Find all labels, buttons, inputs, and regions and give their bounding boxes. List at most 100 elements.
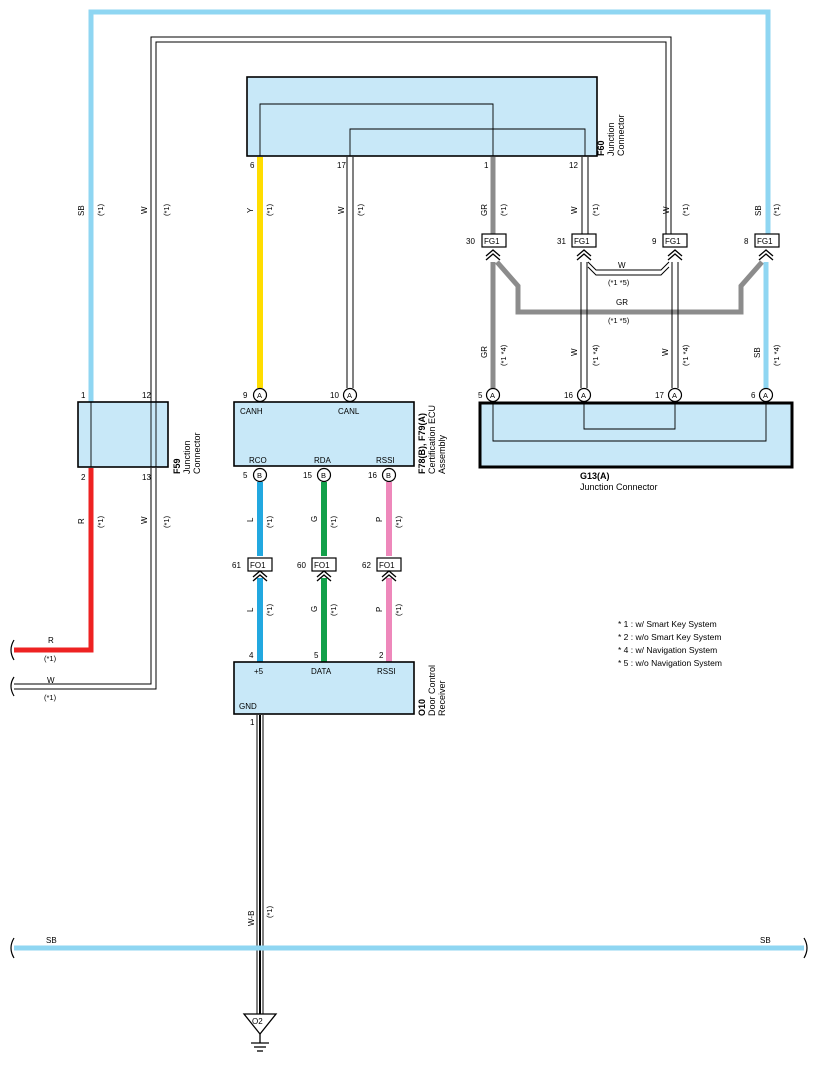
- f59-pin-12: 12: [142, 391, 151, 400]
- note-4: * 4 : w/ Navigation System: [618, 645, 717, 655]
- f59-pin-2: 2: [81, 473, 86, 482]
- ecu-pin-label-rco: RCO: [249, 456, 267, 465]
- junction-connector-f60: F60 Junction Connector 6 17 1 12: [246, 76, 626, 170]
- g13-pin-16: 16: [564, 391, 573, 400]
- o10-pin-num-plus5: 4: [249, 651, 254, 660]
- wire-r-f59: [14, 468, 94, 653]
- g13-conn-16: A: [581, 391, 586, 400]
- door-control-receiver-o10: +5 DATA RSSI GND 4 5 2 1 O10 Door Contro…: [233, 651, 447, 727]
- ecu-pin-num-rssi: 16: [368, 471, 377, 480]
- ecu-name-line2: Assembly: [437, 434, 447, 474]
- wire-w-cross: [587, 261, 670, 276]
- wire-sb-top-loop: [88, 9, 771, 402]
- fo1-label-62: FO1: [379, 561, 395, 570]
- f59-pin-1: 1: [81, 391, 86, 400]
- f59-pin-13: 13: [142, 473, 151, 482]
- label-sb-left: SB: [77, 205, 86, 216]
- note-w-canl: (*1): [356, 203, 365, 216]
- ecu-id: F78(B), F79(A): [417, 413, 427, 474]
- fo1-pin-62: 62: [362, 561, 371, 570]
- o10-pin-label-gnd: GND: [239, 702, 257, 711]
- label-sb-g13: SB: [753, 347, 762, 358]
- note-l-ecu: (*1): [265, 515, 274, 528]
- note-w-f59: (*1): [162, 515, 171, 528]
- certification-ecu-assembly: CANH CANL RCO RDA RSSI F78(B), F79(A) Ce…: [233, 387, 447, 483]
- fg1-pin-8: 8: [744, 237, 749, 246]
- wire-labels-lower: R (*1) W (*1) L (*1) G (*1) P (*1) L (*1…: [44, 515, 403, 926]
- ecu-name-line1: Certification ECU: [427, 405, 437, 474]
- label-l-ecu: L: [246, 517, 255, 522]
- f60-name-line2: Connector: [616, 114, 626, 156]
- note-sb-g13: (*1 *4): [772, 344, 781, 366]
- note-sb-top: (*1): [772, 203, 781, 216]
- note-gr-cross: (*1 *5): [608, 316, 630, 325]
- label-sb-bottom-left: SB: [46, 936, 57, 945]
- ground-point-o2: O2: [242, 1013, 278, 1052]
- fo1-label-61: FO1: [250, 561, 266, 570]
- fg1-label-31: FG1: [574, 237, 590, 246]
- label-gr-cross: GR: [616, 298, 628, 307]
- wire-w-g13-17: [671, 262, 679, 388]
- label-w-f60-12: W: [570, 206, 579, 214]
- note-gr-g13: (*1 *4): [499, 344, 508, 366]
- wire-labels-middle: W (*1 *5) GR (*1 *5) GR (*1 *4) W (*1 *4…: [480, 261, 781, 366]
- g13-conn-6: A: [763, 391, 768, 400]
- o10-name-line2: Receiver: [437, 680, 447, 716]
- ecu-conn-canl: A: [347, 391, 352, 400]
- label-sb-top: SB: [754, 205, 763, 216]
- note-p-ecu: (*1): [394, 515, 403, 528]
- ecu-conn-canh: A: [257, 391, 262, 400]
- label-l-rx: L: [246, 607, 255, 612]
- fg1-chevrons: [485, 249, 774, 261]
- label-p-rx: P: [375, 607, 384, 612]
- label-w-f59: W: [140, 516, 149, 524]
- o10-pin-num-gnd: 1: [250, 718, 255, 727]
- note-g-ecu: (*1): [329, 515, 338, 528]
- inline-connector-fg1: FG1 30 FG1 31 FG1 9 FG1 8: [466, 233, 780, 261]
- label-r-out: R: [48, 636, 54, 645]
- o10-pin-num-rssi: 2: [379, 651, 384, 660]
- label-w-g13-17: W: [661, 348, 670, 356]
- ecu-pin-label-rssi: RSSI: [376, 456, 395, 465]
- wire-w-canl: [346, 157, 354, 388]
- wire-gr-cross: [495, 260, 764, 315]
- note-l-rx: (*1): [265, 603, 274, 616]
- wire-w-top-loop: [150, 36, 672, 402]
- label-g-ecu: G: [310, 516, 319, 522]
- label-p-ecu: P: [375, 517, 384, 522]
- ground-id: O2: [252, 1017, 263, 1026]
- g13-pin-5: 5: [478, 391, 483, 400]
- ecu-pin-label-canl: CANL: [338, 407, 360, 416]
- ecu-pin-num-rda: 15: [303, 471, 312, 480]
- f60-id: F60: [596, 140, 606, 156]
- o10-pin-num-data: 5: [314, 651, 319, 660]
- inline-connector-fo1: FO1 61 FO1 60 FO1 62: [232, 557, 402, 582]
- label-y-canh: Y: [246, 207, 255, 213]
- wire-break-marks-left: [10, 639, 15, 697]
- wire-break-marks-bottom: [10, 937, 808, 959]
- o10-pin-label-data: DATA: [311, 667, 332, 676]
- f59-id: F59: [172, 458, 182, 474]
- note-g-rx: (*1): [329, 603, 338, 616]
- ecu-pin-label-rda: RDA: [314, 456, 332, 465]
- note-w-top: (*1): [681, 203, 690, 216]
- label-w-left: W: [140, 206, 149, 214]
- fg1-label-8: FG1: [757, 237, 773, 246]
- fg1-pin-9: 9: [652, 237, 657, 246]
- note-w-f60-12: (*1): [591, 203, 600, 216]
- g13-id: G13(A): [580, 471, 610, 481]
- label-w-g13-16: W: [570, 348, 579, 356]
- ecu-conn-rssi: B: [386, 471, 391, 480]
- ecu-pin-label-canh: CANH: [240, 407, 263, 416]
- label-r-f59: R: [77, 518, 86, 524]
- g13-conn-17: A: [672, 391, 677, 400]
- junction-connector-f59: 1 12 2 13 F59 Junction Connector: [77, 391, 202, 482]
- note-p-rx: (*1): [394, 603, 403, 616]
- note-w-g13-17: (*1 *4): [681, 344, 690, 366]
- f60-pin-6: 6: [250, 161, 255, 170]
- f60-pin-17: 17: [337, 161, 346, 170]
- f60-pin-12: 12: [569, 161, 578, 170]
- ecu-pin-num-rco: 5: [243, 471, 248, 480]
- o10-name-line1: Door Control: [427, 665, 437, 716]
